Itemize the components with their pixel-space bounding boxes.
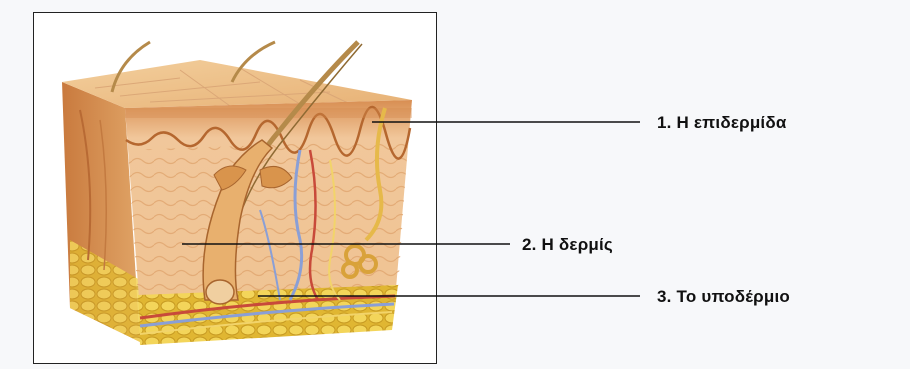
front-face: [125, 100, 412, 312]
label-dermis-text: Η δερμίς: [542, 235, 613, 254]
label-dermis-number: 2.: [522, 235, 537, 254]
label-epidermis-text: Η επιδερμίδα: [677, 113, 787, 132]
label-hypodermis: 3. Το υποδέρμιο: [657, 287, 790, 307]
label-epidermis: 1. Η επιδερμίδα: [657, 113, 787, 133]
hypodermis-layer: [138, 285, 398, 345]
label-hypodermis-text: Το υποδέρμιο: [677, 287, 790, 306]
label-dermis: 2. Η δερμίς: [522, 235, 613, 255]
label-hypodermis-number: 3.: [657, 287, 672, 306]
label-epidermis-number: 1.: [657, 113, 672, 132]
